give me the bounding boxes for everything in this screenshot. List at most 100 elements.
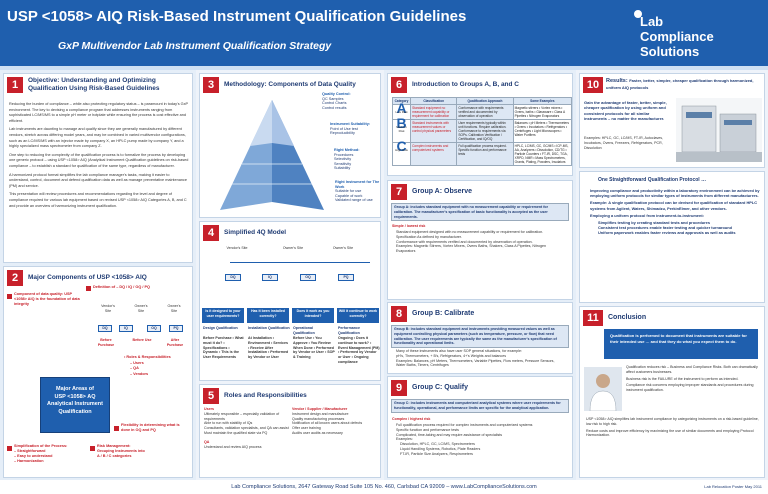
- section-4q-model: 4 Simplified 4Q Model Vendor's Site Owne…: [199, 221, 381, 381]
- company-logo: Lab Compliance Solutions: [634, 10, 714, 59]
- section-title: One Straightforward Qualification Protoc…: [598, 177, 707, 183]
- major-areas-box: Major Areas of USP <1058> AQ Analytical …: [40, 377, 110, 433]
- stage-iq: IQ: [262, 274, 278, 281]
- simplification-list: Simplification of the Process: – Straigh…: [14, 444, 68, 463]
- definition-label: Definition of – DQ / IQ / OQ / PQ: [93, 285, 150, 289]
- examples-cell: HPLC, LC/MS, GC, GC/MS • ICP-MS, AA, Ana…: [512, 142, 573, 166]
- section-group-c: 9 Group C: Qualify Group C: includes ins…: [387, 376, 573, 478]
- party-label: Owner's Site: [134, 304, 148, 313]
- major-areas-line: Analytical Instrument: [47, 401, 103, 407]
- scientist-photo: [584, 367, 622, 411]
- section-title: Methodology: Components of Data Quality: [224, 81, 356, 88]
- column-header: Qualification Approach: [456, 97, 514, 105]
- approach-cell: User requirements typically within unit …: [456, 119, 514, 143]
- roles-item: • Roles & Responsibilities: [124, 355, 171, 359]
- logo-line-1: Lab: [640, 14, 664, 29]
- flexibility-label: Flexibility in determining what is done …: [121, 423, 180, 432]
- section-title: Introduction to Groups A, B, and C: [412, 81, 519, 88]
- paragraph: Lab instruments are daunting to manage a…: [9, 127, 186, 149]
- results-gain: Gain the advantage of faster, better, si…: [584, 100, 667, 122]
- major-areas-line: Qualification: [58, 408, 92, 415]
- section-title: Group C: Qualify: [412, 384, 468, 391]
- roles-item: – Users: [130, 360, 144, 365]
- section-title: Results: Faster, better, simpler, cheape…: [606, 78, 754, 90]
- name-iq: Installation Qualification: [248, 326, 290, 330]
- right-method-label: Right Method: Procedures Selectivity Sen…: [334, 148, 360, 171]
- details-iq: At Installation • Environment • Services…: [248, 336, 289, 360]
- section-title: Roles and Responsibilities: [224, 392, 307, 399]
- timeline-line: [230, 262, 370, 263]
- phase-label: Before Use: [132, 338, 152, 342]
- details-oq: Before Use • You Approve • You Review Wh…: [293, 336, 335, 360]
- question-iq: Has it been installed correctly?: [247, 308, 289, 323]
- stage-oq: OQ: [147, 325, 161, 332]
- section-title: Simplified 4Q Model: [224, 229, 287, 236]
- column-header: Some Examples: [512, 97, 573, 105]
- stage-oq: OQ: [300, 274, 316, 281]
- section-title: Major Components of USP <1058> AIQ: [28, 274, 147, 281]
- bullet-square-icon: [90, 446, 95, 451]
- bullet-square-icon: [114, 426, 119, 431]
- header-banner: USP <1058> AIQ Risk-Based Instrument Qua…: [0, 0, 768, 66]
- approach-cell: Conformance with requirements verified a…: [456, 104, 514, 120]
- logo-line-2: Compliance: [640, 29, 714, 44]
- section-number: 11: [583, 310, 603, 326]
- section-number: 2: [7, 270, 23, 286]
- group-b-definition: Group B: includes standard equipment and…: [391, 325, 569, 349]
- approach-cell: Full qualification process required. Spe…: [456, 142, 514, 166]
- section-number: 3: [203, 77, 219, 93]
- roles-list: • Roles & Responsibilities – Users – QA …: [124, 355, 184, 377]
- question-dq: Is it designed to your user requirements…: [202, 308, 244, 323]
- group-c-definition: Group C: includes instruments and comput…: [391, 399, 569, 413]
- users-list: Users Ultimately responsible – especiall…: [204, 407, 289, 449]
- classification-cell: Complex instruments and computerized sys…: [410, 142, 458, 166]
- column-label: Vendor's Site: [226, 246, 248, 250]
- right-instrument-label: Right Instrument for The Work Suitable f…: [335, 180, 380, 203]
- section-body: Reducing the burden of compliance – whil…: [9, 102, 189, 212]
- group-b-list: Many of these instruments also have user…: [396, 349, 555, 368]
- section-number: 10: [583, 77, 603, 93]
- logo-line-3: Solutions: [640, 44, 700, 59]
- quality-control-label: Quality Control: QC Samples Control Char…: [322, 92, 351, 110]
- section-number: 8: [391, 306, 407, 322]
- bullet-square-icon: [7, 294, 12, 299]
- section-number: 9: [391, 380, 407, 396]
- examples-cell: Balances • pH Meters • Thermometers • Ov…: [512, 119, 573, 143]
- paragraph: Reducing the burden of compliance – whil…: [9, 102, 188, 123]
- section-number: 4: [203, 225, 219, 241]
- component-label: Component of data quality: USP <1058> AI…: [14, 292, 80, 306]
- vendor-list: Vendor / Supplier / Manufacturer Instrum…: [292, 407, 363, 435]
- roles-item: – Vendors: [130, 371, 149, 376]
- section-title: Group A: Observe: [412, 188, 473, 195]
- examples-cell: Magnetic stirrers • Vortex mixers • Oven…: [512, 104, 573, 120]
- section-objective: 1 Objective: Understanding and Optimizin…: [3, 73, 193, 263]
- paragraph: One step to reducing the complexity of t…: [9, 152, 189, 168]
- paragraph: This presentation will review procedures…: [9, 192, 187, 208]
- results-examples: Examples: HPLC, GC, LC/MS, FT-IR, Autocl…: [584, 136, 664, 150]
- bullet-square-icon: [86, 286, 91, 291]
- paragraph: A harmonized protocol format simplifies …: [9, 172, 187, 188]
- section-number: 5: [203, 388, 219, 404]
- section-group-b: 8 Group B: Calibrate Group B: includes s…: [387, 302, 573, 374]
- phase-label: After Purchase: [166, 338, 184, 347]
- table-header-row: Category Classification Qualification Ap…: [391, 97, 573, 105]
- section-number: 7: [391, 184, 407, 200]
- lab-instrument-photo: [676, 98, 762, 162]
- poster-title: USP <1058> AIQ Risk-Based Instrument Qua…: [7, 8, 467, 25]
- stage-pq: PQ: [169, 325, 183, 332]
- section-title: Objective: Understanding and Optimizing …: [28, 77, 160, 92]
- footer-text: Lab Compliance Solutions, 2647 Gateway R…: [231, 484, 537, 490]
- section-roles: 5 Roles and Responsibilities Users Ultim…: [199, 384, 381, 478]
- stage-dq: DQ: [98, 325, 112, 332]
- details-pq: Ongoing • Does it continue to work? • Ev…: [338, 336, 380, 364]
- bullet-square-icon: [7, 446, 12, 451]
- column-label: Owner's Site: [282, 246, 304, 250]
- question-oq: Does it work as you intended?: [292, 308, 334, 323]
- section-conclusion: 11 Conclusion Qualification is performed…: [579, 306, 765, 478]
- section-title: Group B: Calibrate: [412, 310, 475, 317]
- conclusion-list-2: USP <1058> AIQ simplifies lab instrument…: [586, 417, 759, 438]
- group-a-definition: Group A: includes standard equipment wit…: [391, 203, 569, 222]
